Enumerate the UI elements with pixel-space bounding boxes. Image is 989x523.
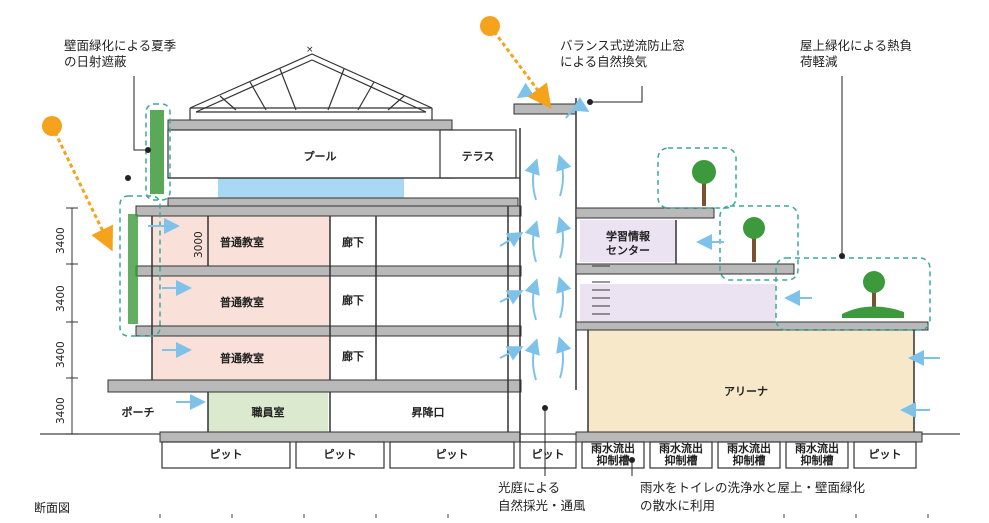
learning-label-2: センター bbox=[606, 244, 650, 257]
pool-label: プール bbox=[304, 149, 337, 163]
pit-label-1: ピット bbox=[210, 448, 243, 461]
svg-text:抑制槽: 抑制槽 bbox=[733, 453, 766, 467]
dimension-line bbox=[66, 207, 78, 435]
callout-wall-green-2: の日射遮蔽 bbox=[64, 54, 127, 69]
callout-window-2: による自然換気 bbox=[560, 54, 647, 69]
corridor-label-3f: 廊下 bbox=[342, 235, 364, 249]
svg-text:雨水流出: 雨水流出 bbox=[795, 441, 839, 455]
roof-green-highlight-3 bbox=[775, 257, 931, 331]
svg-text:抑制槽: 抑制槽 bbox=[801, 453, 834, 467]
rain-tanks bbox=[519, 441, 917, 469]
floor-height-2: 3400 bbox=[55, 341, 67, 368]
figure-caption: 断面図 bbox=[34, 500, 70, 515]
roof-trees bbox=[692, 160, 904, 318]
stairs bbox=[592, 265, 610, 315]
corridor-label-1f: 廊下 bbox=[342, 349, 364, 363]
roof-green-highlight-1 bbox=[657, 147, 737, 209]
classroom-label-2f: 普通教室 bbox=[220, 295, 264, 309]
left-slabs bbox=[107, 205, 522, 443]
ceiling-height: 3000 bbox=[193, 231, 205, 258]
left-pits bbox=[161, 441, 515, 469]
callout-courtyard-2: 自然採光・通風 bbox=[498, 498, 586, 513]
terrace-label: テラス bbox=[462, 150, 495, 163]
pit-label-4: ピット bbox=[532, 448, 565, 461]
callout-roof-green-1: 屋上緑化による熱負 bbox=[800, 38, 912, 53]
pit-label-2: ピット bbox=[324, 448, 357, 461]
pit-label-5: ピット bbox=[869, 448, 902, 461]
classroom-3f bbox=[152, 216, 330, 266]
callout-dots bbox=[125, 99, 845, 463]
rain-tank-labels: 雨水流出 抑制槽 雨水流出 抑制槽 雨水流出 抑制槽 雨水流出 抑制槽 bbox=[591, 441, 839, 467]
learning-label-1: 学習情報 bbox=[606, 229, 651, 243]
arena-fill bbox=[588, 330, 914, 432]
svg-text:雨水流出: 雨水流出 bbox=[591, 441, 635, 455]
pool-roof-truss bbox=[189, 53, 433, 120]
svg-text:抑制槽: 抑制槽 bbox=[597, 453, 630, 467]
floor-height-1: 3400 bbox=[55, 397, 67, 424]
staff-room bbox=[208, 392, 328, 432]
terrace-area bbox=[439, 129, 517, 179]
callout-rainwater-1: 雨水をトイレの洗浄水と屋上・壁面緑化 bbox=[640, 480, 866, 495]
pool-ceiling bbox=[167, 119, 453, 131]
pit-label-3: ピット bbox=[436, 448, 469, 461]
callout-wall-green-1: 壁面緑化による夏季 bbox=[64, 38, 177, 53]
staff-room-label: 職員室 bbox=[252, 405, 285, 419]
callout-roof-green-2: 荷軽減 bbox=[800, 54, 838, 69]
sun-icon-left bbox=[42, 116, 113, 252]
wall-green-highlight-lower bbox=[119, 195, 161, 337]
classroom-label-3f: 普通教室 bbox=[220, 235, 264, 249]
floor-height-3: 3400 bbox=[55, 285, 67, 312]
callout-rainwater-2: の散水に利用 bbox=[640, 498, 715, 513]
svg-text:抑制槽: 抑制槽 bbox=[665, 453, 698, 467]
grid-ticks bbox=[159, 514, 929, 518]
roof-peak-mark: × bbox=[306, 45, 314, 55]
pool-room bbox=[167, 129, 453, 179]
wall-greening bbox=[128, 110, 164, 324]
svg-text:雨水流出: 雨水流出 bbox=[659, 441, 703, 455]
porch-label: ポーチ bbox=[122, 405, 155, 419]
sun-icon-top bbox=[480, 16, 552, 109]
entrance-label: 昇降口 bbox=[412, 405, 445, 419]
learning-lower-fill bbox=[580, 284, 776, 322]
callout-courtyard-1: 光庭による bbox=[498, 480, 560, 495]
callout-leaders bbox=[133, 76, 843, 476]
window-frame bbox=[513, 103, 577, 115]
floor-height-4: 3400 bbox=[55, 227, 67, 254]
arena-label: アリーナ bbox=[724, 385, 768, 398]
classroom-label-1f: 普通教室 bbox=[220, 351, 264, 365]
airflow-arrows bbox=[148, 82, 940, 418]
svg-text:雨水流出: 雨水流出 bbox=[727, 441, 771, 455]
corridor-label-2f: 廊下 bbox=[342, 293, 364, 307]
learning-center-fill bbox=[580, 220, 676, 262]
callout-window-1: バランス式逆流防止窓 bbox=[560, 38, 685, 53]
pool-floor bbox=[167, 197, 519, 207]
